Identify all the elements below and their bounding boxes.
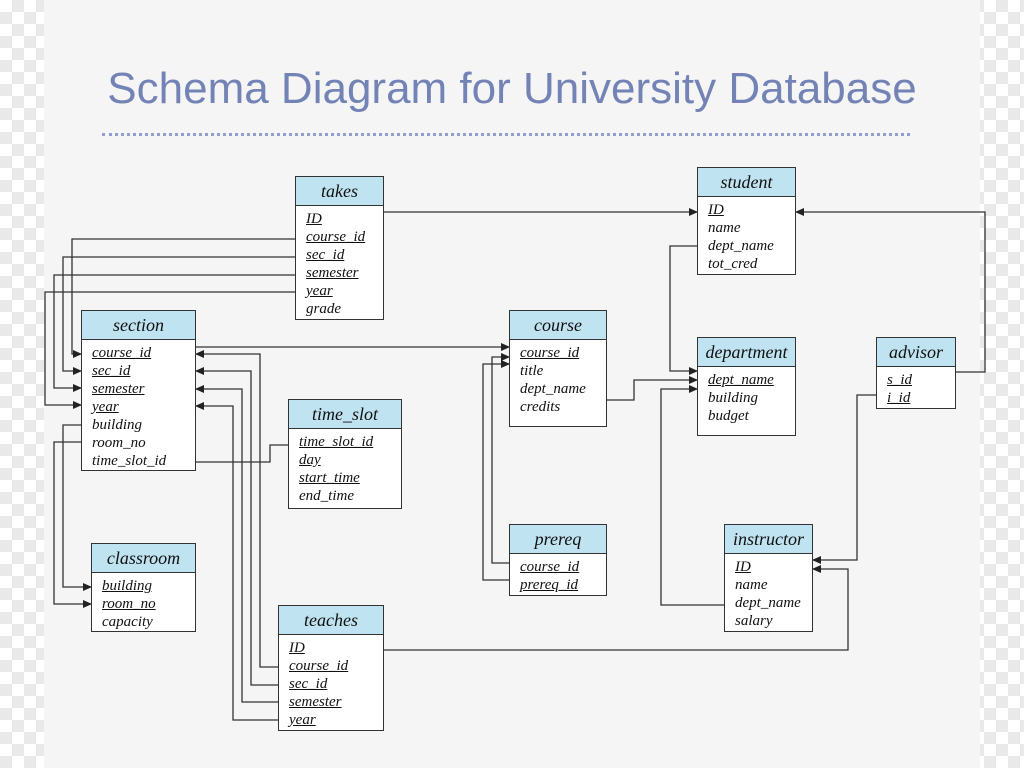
primary-key-attribute: s_id: [887, 372, 913, 388]
primary-key-attribute: ID: [306, 211, 322, 227]
primary-key-attribute: semester: [289, 694, 342, 710]
attribute-list: ID course_id sec_id semester year grade: [296, 206, 383, 318]
arrow-advisor-to-instructor: [812, 394, 876, 564]
attribute-list: course_id prereq_id: [510, 554, 606, 594]
primary-key-attribute: sec_id: [306, 247, 345, 263]
arrow-teaches-to-instructor: [384, 565, 849, 651]
page-title: Schema Diagram for University Database: [107, 64, 917, 113]
arrow-student-to-department: [669, 245, 698, 375]
attribute: grade: [306, 301, 341, 317]
time-slot-table-name: time_slot: [289, 400, 401, 429]
classroom-table: classroom building room_no capacity: [91, 543, 196, 632]
primary-key-attribute: year: [306, 283, 333, 299]
attribute: credits: [520, 399, 561, 415]
arrow-prereq-id-to-course: [482, 360, 510, 581]
arrow-course-to-department: [607, 376, 698, 401]
primary-key-attribute: ID: [289, 640, 305, 656]
attribute: salary: [735, 613, 773, 629]
primary-key-attribute: ID: [735, 559, 751, 575]
teaches-table-name: teaches: [279, 606, 383, 635]
arrow-teaches-to-section-sec-id: [195, 367, 278, 686]
title-divider: [102, 133, 910, 136]
arrow-section-to-classroom-building: [62, 424, 92, 591]
arrow-teaches-to-section-semester: [195, 385, 278, 703]
attribute: tot_cred: [708, 256, 758, 272]
attribute-list: building room_no capacity: [92, 573, 195, 631]
primary-key-attribute: course_id: [520, 345, 580, 361]
attribute: building: [708, 390, 759, 406]
attribute-list: course_id sec_id semester year building room_…: [82, 340, 195, 470]
arrow-takes-to-section-sec-id: [62, 256, 295, 375]
arrow-instructor-to-department: [660, 385, 724, 606]
primary-key-attribute: semester: [92, 381, 145, 397]
primary-key-attribute: course_id: [306, 229, 366, 245]
arrow-advisor-to-student: [795, 208, 986, 373]
prereq-table-name: prereq: [510, 525, 606, 554]
section-table: section course_id sec_id semester year buildi…: [81, 310, 196, 471]
attribute: time_slot_id: [92, 453, 167, 469]
arrow-teaches-to-section-course-id: [195, 350, 278, 668]
primary-key-attribute: i_id: [887, 390, 911, 406]
primary-key-attribute: room_no: [102, 596, 156, 612]
primary-key-attribute: time_slot_id: [299, 434, 374, 450]
course-table-name: course: [510, 311, 606, 340]
arrow-takes-to-section-year: [44, 291, 295, 409]
advisor-table-name: advisor: [877, 338, 955, 367]
attribute: dept_name: [708, 238, 774, 254]
attribute: name: [708, 220, 741, 236]
department-table: department dept_name building budget: [697, 337, 796, 436]
arrow-takes-to-section-course-id: [71, 238, 295, 358]
primary-key-attribute: sec_id: [92, 363, 131, 379]
arrow-section-to-classroom-room-no: [53, 441, 92, 608]
primary-key-attribute: prereq_id: [520, 577, 579, 593]
primary-key-attribute: sec_id: [289, 676, 328, 692]
primary-key-attribute: start_time: [299, 470, 360, 486]
attribute-list: s_id i_id: [877, 367, 955, 407]
attribute: room_no: [92, 435, 146, 451]
attribute-list: ID name dept_name tot_cred: [698, 197, 795, 273]
attribute: title: [520, 363, 544, 379]
department-table-name: department: [698, 338, 795, 367]
attribute: budget: [708, 408, 749, 424]
primary-key-attribute: course_id: [92, 345, 152, 361]
arrow-prereq-course-id-to-course: [491, 353, 510, 564]
primary-key-attribute: semester: [306, 265, 359, 281]
section-table-name: section: [82, 311, 195, 340]
takes-table-name: takes: [296, 177, 383, 206]
classroom-table-name: classroom: [92, 544, 195, 573]
primary-key-attribute: day: [299, 452, 321, 468]
primary-key-attribute: building: [102, 578, 153, 594]
attribute: dept_name: [735, 595, 801, 611]
primary-key-attribute: year: [289, 712, 316, 728]
primary-key-attribute: ID: [708, 202, 724, 218]
advisor-table: advisor s_id i_id: [876, 337, 956, 409]
prereq-table: prereq course_id prereq_id: [509, 524, 607, 596]
primary-key-attribute: year: [92, 399, 119, 415]
attribute: building: [92, 417, 143, 433]
attribute-list: dept_name building budget: [698, 367, 795, 425]
attribute: capacity: [102, 614, 153, 630]
attribute: end_time: [299, 488, 354, 504]
student-table-name: student: [698, 168, 795, 197]
primary-key-attribute: course_id: [289, 658, 349, 674]
primary-key-attribute: dept_name: [708, 372, 774, 388]
arrow-takes-to-section-semester: [53, 274, 295, 392]
attribute-list: ID course_id sec_id semester year: [279, 635, 383, 729]
instructor-table-name: instructor: [725, 525, 812, 554]
arrow-teaches-to-section-year: [195, 402, 278, 721]
primary-key-attribute: course_id: [520, 559, 580, 575]
attribute: name: [735, 577, 768, 593]
attribute: dept_name: [520, 381, 586, 397]
